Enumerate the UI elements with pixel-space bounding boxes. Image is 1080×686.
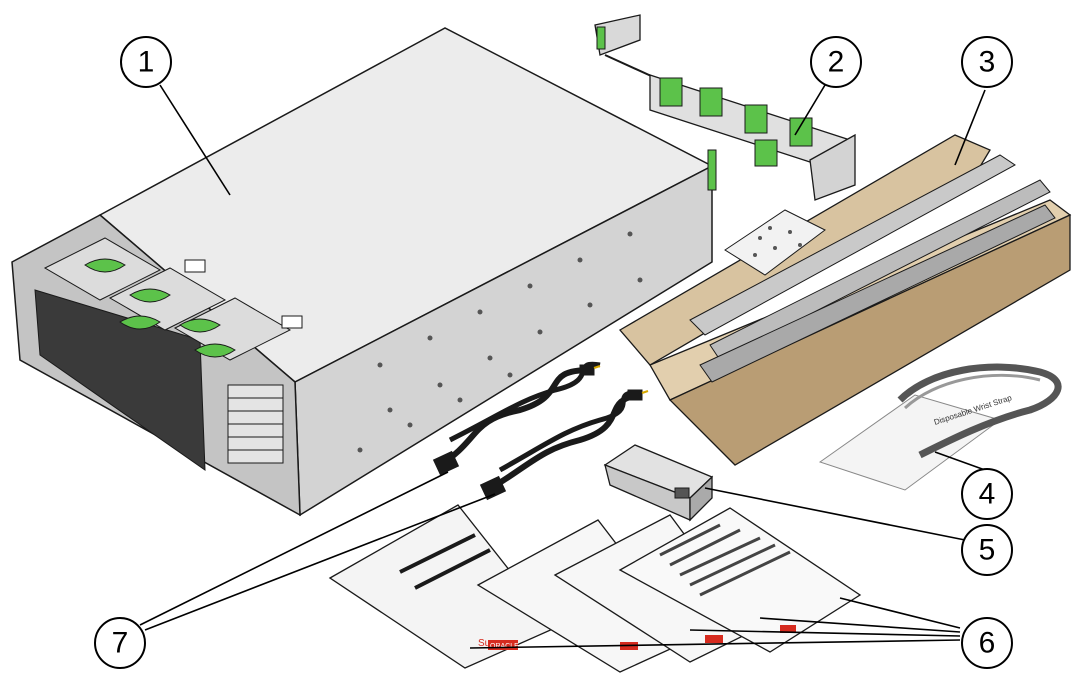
callout-4: 4 <box>961 468 1013 520</box>
callout-2-label: 2 <box>828 46 845 79</box>
callout-3: 3 <box>961 36 1013 88</box>
server-top-latch <box>281 315 303 329</box>
rail-screw-bag <box>724 209 826 276</box>
cable-management-arm <box>594 14 856 201</box>
callout-1-label: 1 <box>138 46 155 79</box>
power-cords <box>432 361 649 501</box>
callout-5-label: 5 <box>979 534 996 567</box>
callout-4-label: 4 <box>979 478 996 511</box>
server-drive-bays <box>227 384 284 464</box>
rail-slide-2 <box>709 179 1051 361</box>
doc-brand-logo: Sun <box>478 638 496 649</box>
documentation-set: Sun ORACLE <box>328 504 862 673</box>
callout-7: 7 <box>94 617 146 669</box>
power-cord-plug <box>579 364 595 376</box>
rail-slide-3 <box>699 204 1056 383</box>
callout-2: 2 <box>810 36 862 88</box>
rail-slide-1 <box>689 154 1016 336</box>
power-cord-plug <box>627 389 643 401</box>
callout-5: 5 <box>961 524 1013 576</box>
server-top-latch <box>184 259 206 273</box>
server-chassis <box>11 27 717 517</box>
callout-6-label: 6 <box>979 627 996 660</box>
leader-lines <box>139 84 986 649</box>
power-cord-plug <box>432 450 460 476</box>
rail-kit-box <box>618 134 1072 466</box>
callout-1: 1 <box>120 36 172 88</box>
rail-box-side <box>668 213 1071 466</box>
power-cord-plug <box>479 475 507 501</box>
callout-7-label: 7 <box>112 627 129 660</box>
server-side-vents <box>357 231 643 453</box>
callout-3-label: 3 <box>979 46 996 79</box>
doc-brand-badge: ORACLE <box>490 643 519 650</box>
server-rear-tab <box>707 149 717 191</box>
callout-6: 6 <box>961 617 1013 669</box>
rj45-db9-adapter <box>603 444 714 522</box>
server-fan-modules <box>43 237 292 361</box>
